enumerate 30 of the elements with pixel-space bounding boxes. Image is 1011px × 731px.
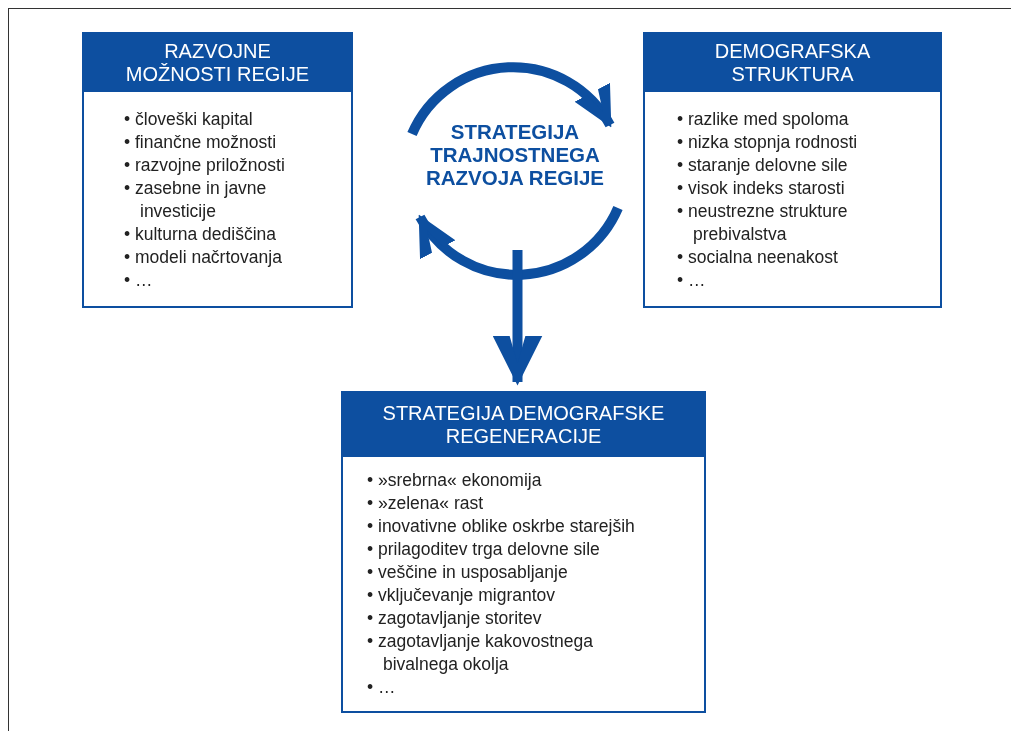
bullet-item: • … bbox=[677, 269, 707, 292]
info-box bbox=[643, 32, 942, 308]
bullet-item: • zagotavljanje storitev bbox=[367, 607, 543, 630]
info-box bbox=[82, 32, 353, 308]
bullet-item: • neustrezne strukture prebivalstva bbox=[677, 200, 849, 246]
bullet-item: • »srebrna« ekonomija bbox=[367, 469, 543, 492]
bullet-item: • veščine in usposabljanje bbox=[367, 561, 569, 584]
box-header: RAZVOJNE MOŽNOSTI REGIJE bbox=[84, 34, 351, 92]
bullet-item: • modeli načrtovanja bbox=[124, 246, 283, 269]
center-title: STRATEGIJA TRAJNOSTNEGA RAZVOJA REGIJE bbox=[424, 120, 606, 189]
bullet-item: • socialna neenakost bbox=[677, 246, 839, 269]
bullet-item: • zasebne in javne investicije bbox=[124, 177, 268, 223]
box-header: DEMOGRAFSKA STRUKTURA bbox=[645, 34, 940, 92]
bullet-item: • visok indeks starosti bbox=[677, 177, 846, 200]
bullet-item: • nizka stopnja rodnosti bbox=[677, 131, 859, 154]
bullet-item: • vključevanje migrantov bbox=[367, 584, 556, 607]
bullet-item: • … bbox=[367, 676, 397, 699]
bullet-item: • človeški kapital bbox=[124, 108, 254, 131]
info-box bbox=[341, 391, 706, 713]
bullet-item: • razlike med spoloma bbox=[677, 108, 850, 131]
bullet-item: • inovativne oblike oskrbe starejših bbox=[367, 515, 636, 538]
bullet-item: • staranje delovne sile bbox=[677, 154, 849, 177]
bullet-item: • finančne možnosti bbox=[124, 131, 278, 154]
bullet-item: • zagotavljanje kakovostnega bivalnega okolja bbox=[367, 630, 594, 676]
bullet-item: • prilagoditev trga delovne sile bbox=[367, 538, 601, 561]
bullet-item: • kulturna dediščina bbox=[124, 223, 278, 246]
bullet-item: • razvojne priložnosti bbox=[124, 154, 286, 177]
bullet-item: • … bbox=[124, 269, 154, 292]
bullet-item: • »zelena« rast bbox=[367, 492, 485, 515]
box-header: STRATEGIJA DEMOGRAFSKE REGENERACIJE bbox=[343, 393, 704, 457]
